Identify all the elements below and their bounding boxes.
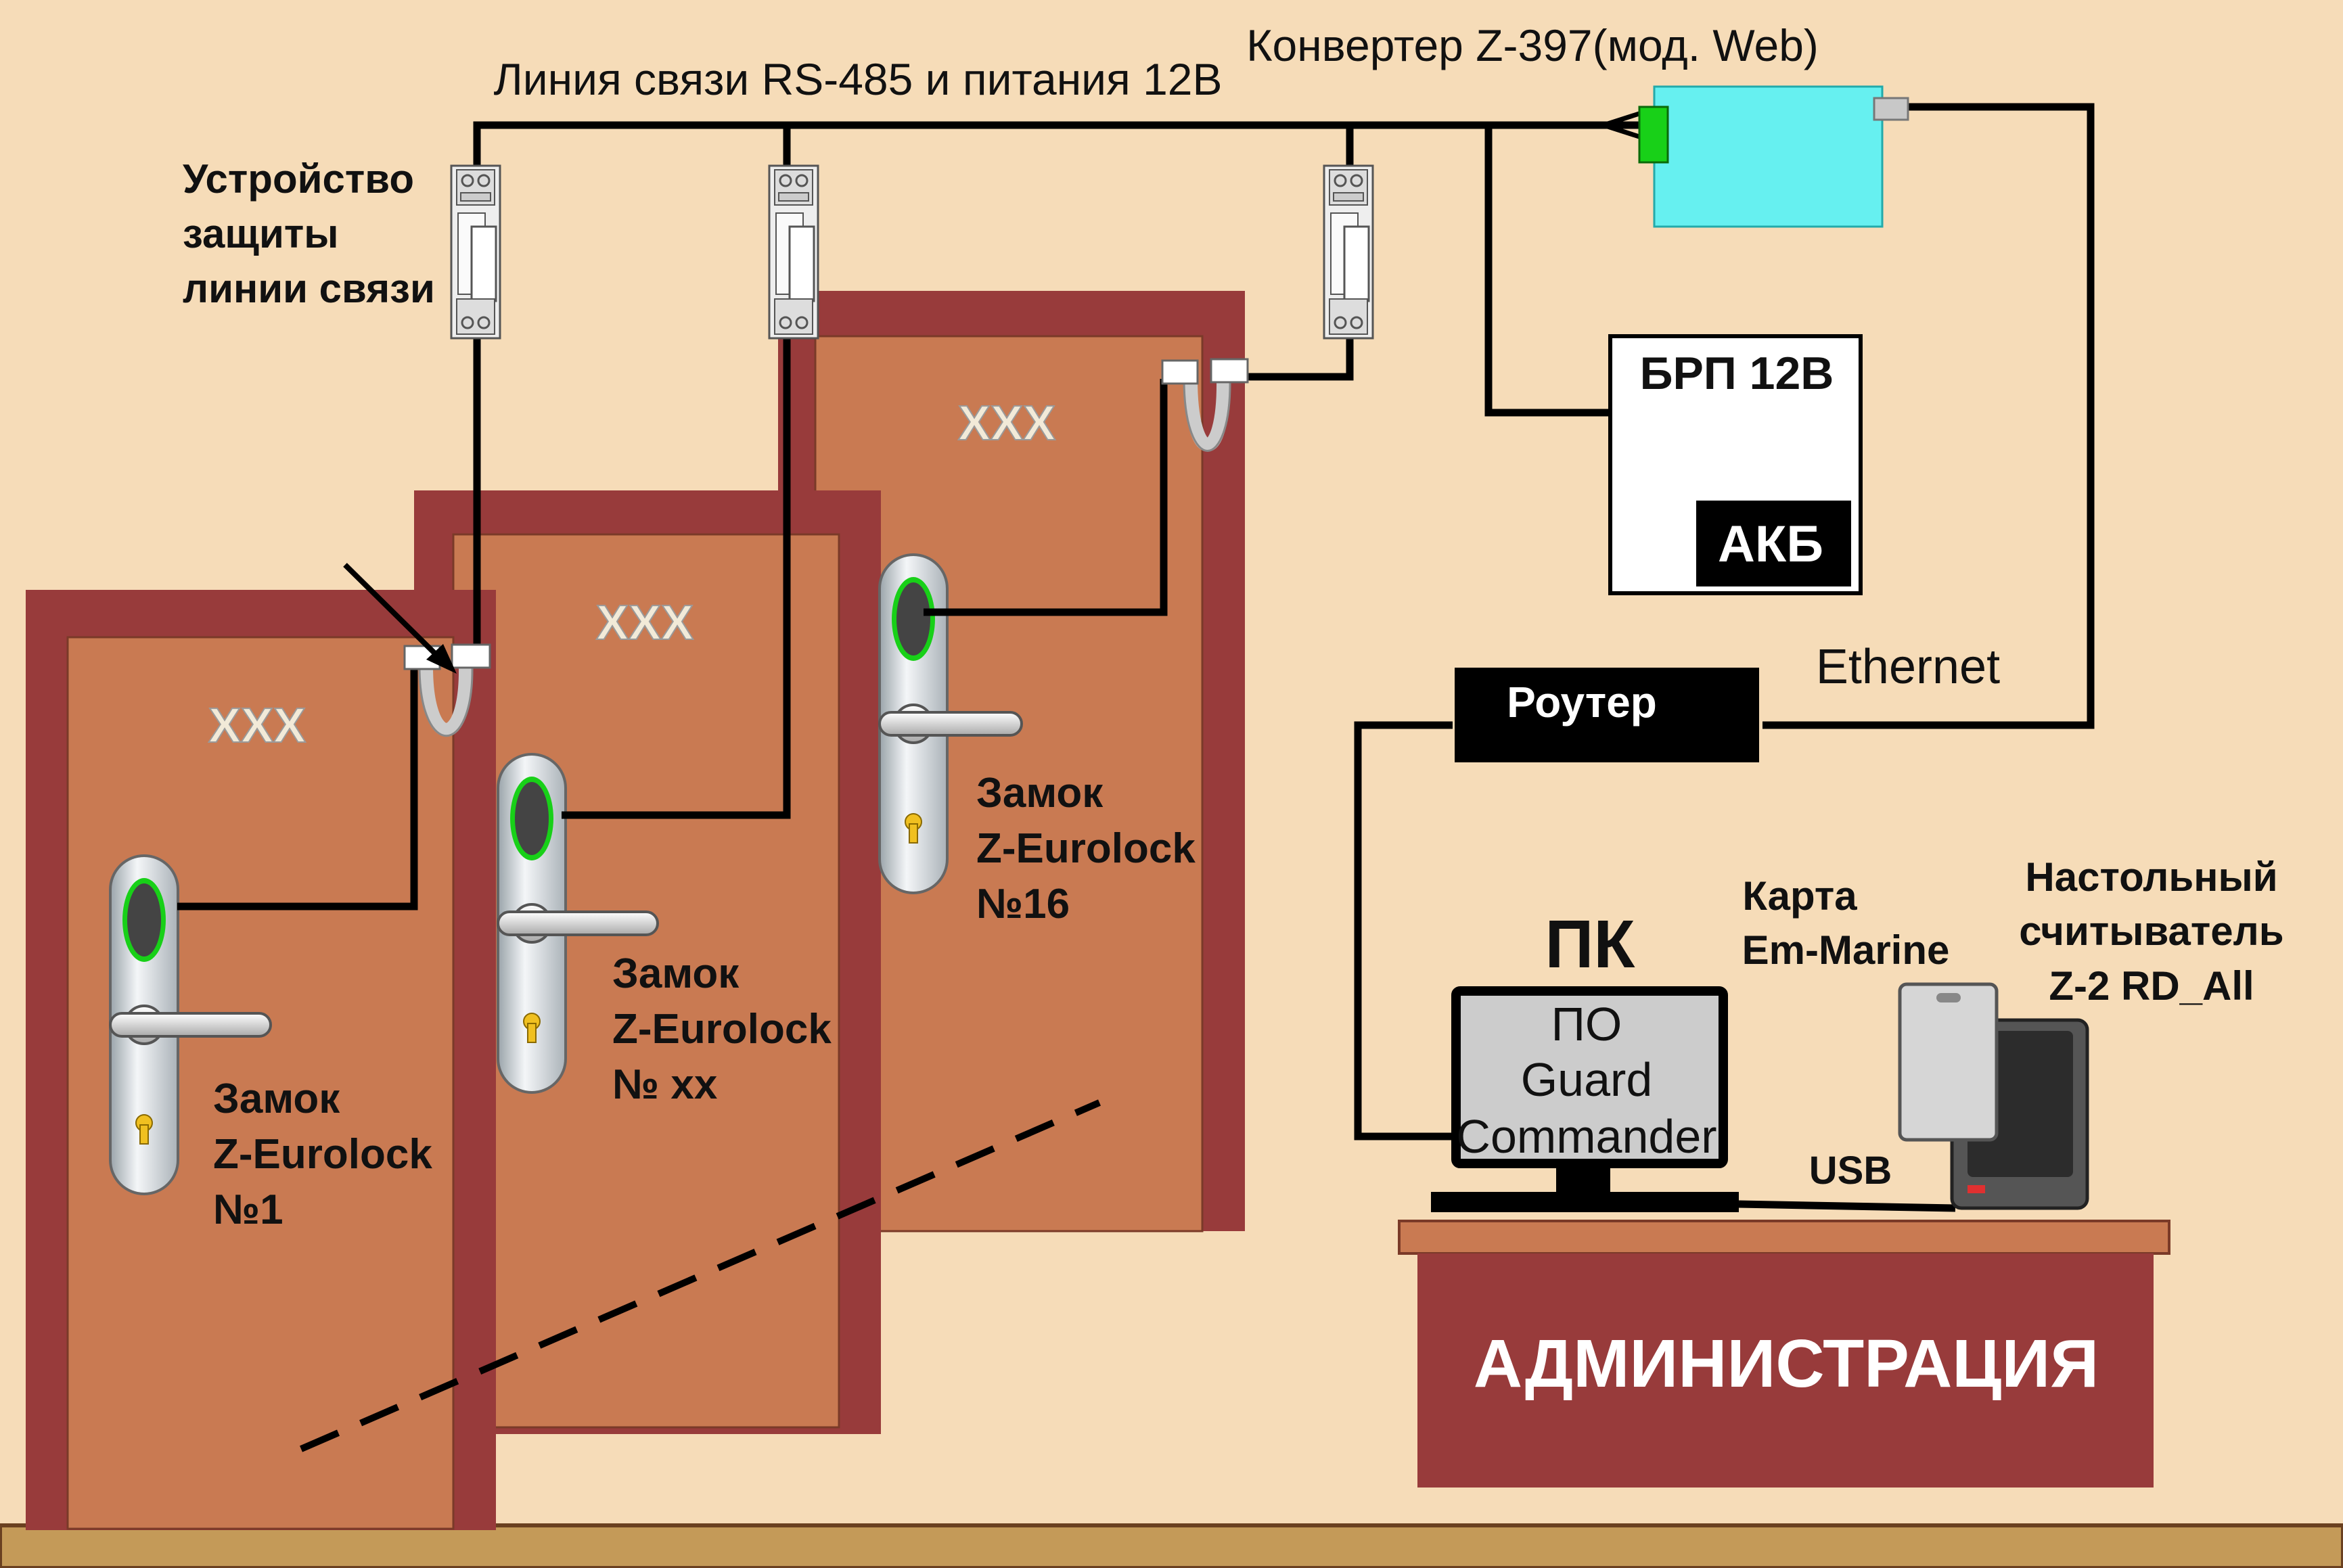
floor bbox=[0, 1523, 2343, 1568]
reader-label-line1: Настольный bbox=[2025, 854, 2277, 900]
software-label-line3: Commander bbox=[1456, 1110, 1716, 1163]
pc-label: ПК bbox=[1545, 906, 1636, 982]
admin-desk bbox=[1417, 1253, 2154, 1488]
protection-label-line2: защиты bbox=[183, 211, 339, 256]
door-flex-cables bbox=[419, 378, 1231, 737]
administration-label: АДМИНИСТРАЦИЯ bbox=[1474, 1326, 2099, 1402]
room-number-1: XXX bbox=[208, 699, 306, 753]
converter-z397 bbox=[1653, 85, 1884, 228]
line-protection-device-2-icon bbox=[768, 164, 819, 340]
protection-label-line3: линии связи bbox=[183, 266, 435, 311]
lock-handle-xx bbox=[497, 910, 659, 936]
line-protection-device-3-icon bbox=[1323, 164, 1374, 340]
lock-16-label-line3: №16 bbox=[976, 881, 1070, 927]
reader-label-line2: считыватель bbox=[2019, 908, 2283, 954]
lock-xx-label-line2: Z-Eurolock bbox=[612, 1006, 832, 1053]
lock-xx-label-line1: Замок bbox=[612, 950, 740, 997]
lock-16-label-line1: Замок bbox=[976, 770, 1104, 816]
lock-16-label-line2: Z-Eurolock bbox=[976, 825, 1196, 872]
door-flex-cables-outline bbox=[418, 378, 1231, 737]
software-label-line1: ПО bbox=[1551, 998, 1622, 1051]
em-marine-card-icon bbox=[1898, 982, 1999, 1142]
battery-box bbox=[1696, 501, 1851, 586]
router-label: Роутер bbox=[1507, 678, 1657, 727]
lock-1-label-line1: Замок bbox=[213, 1076, 340, 1122]
lock-1-label-line2: Z-Eurolock bbox=[213, 1131, 432, 1178]
router bbox=[1455, 668, 1759, 762]
lock-xx-label-line3: № xx bbox=[612, 1061, 718, 1108]
lock-handle-1 bbox=[109, 1012, 272, 1038]
admin-desk-top bbox=[1398, 1220, 2170, 1255]
room-number-16: XXX bbox=[958, 396, 1055, 451]
converter-label: Конвертер Z-397(мод. Web) bbox=[1246, 20, 1819, 70]
line-label: Линия связи RS-485 и питания 12В bbox=[493, 54, 1222, 104]
card-label-line2: Em-Marine bbox=[1742, 927, 1950, 973]
ethernet-label: Ethernet bbox=[1816, 640, 2000, 694]
pointer-arrow-icon bbox=[343, 563, 457, 674]
converter-rs485-connector bbox=[1638, 106, 1669, 164]
protection-label-line1: Устройство bbox=[183, 156, 414, 202]
reader-label-line3: Z-2 RD_All bbox=[2049, 963, 2254, 1009]
battery-label: АКБ bbox=[1718, 515, 1823, 573]
usb-label: USB bbox=[1809, 1149, 1892, 1193]
door-1: XXX bbox=[26, 590, 496, 1530]
room-number-xx: XXX bbox=[596, 596, 693, 650]
pc-monitor-icon bbox=[1431, 986, 1739, 1212]
lock-1-label-line3: №1 bbox=[213, 1186, 283, 1233]
power-supply-label: БРП 12В bbox=[1640, 348, 1834, 399]
continuation-dashed-line bbox=[300, 1099, 1101, 1452]
software-label-line2: Guard bbox=[1521, 1053, 1653, 1106]
card-label-line1: Карта bbox=[1742, 873, 1857, 919]
converter-ethernet-port bbox=[1873, 97, 1909, 121]
door-contacts bbox=[403, 358, 1249, 670]
line-protection-device-1-icon bbox=[450, 164, 501, 340]
lock-handle-16 bbox=[878, 711, 1023, 737]
